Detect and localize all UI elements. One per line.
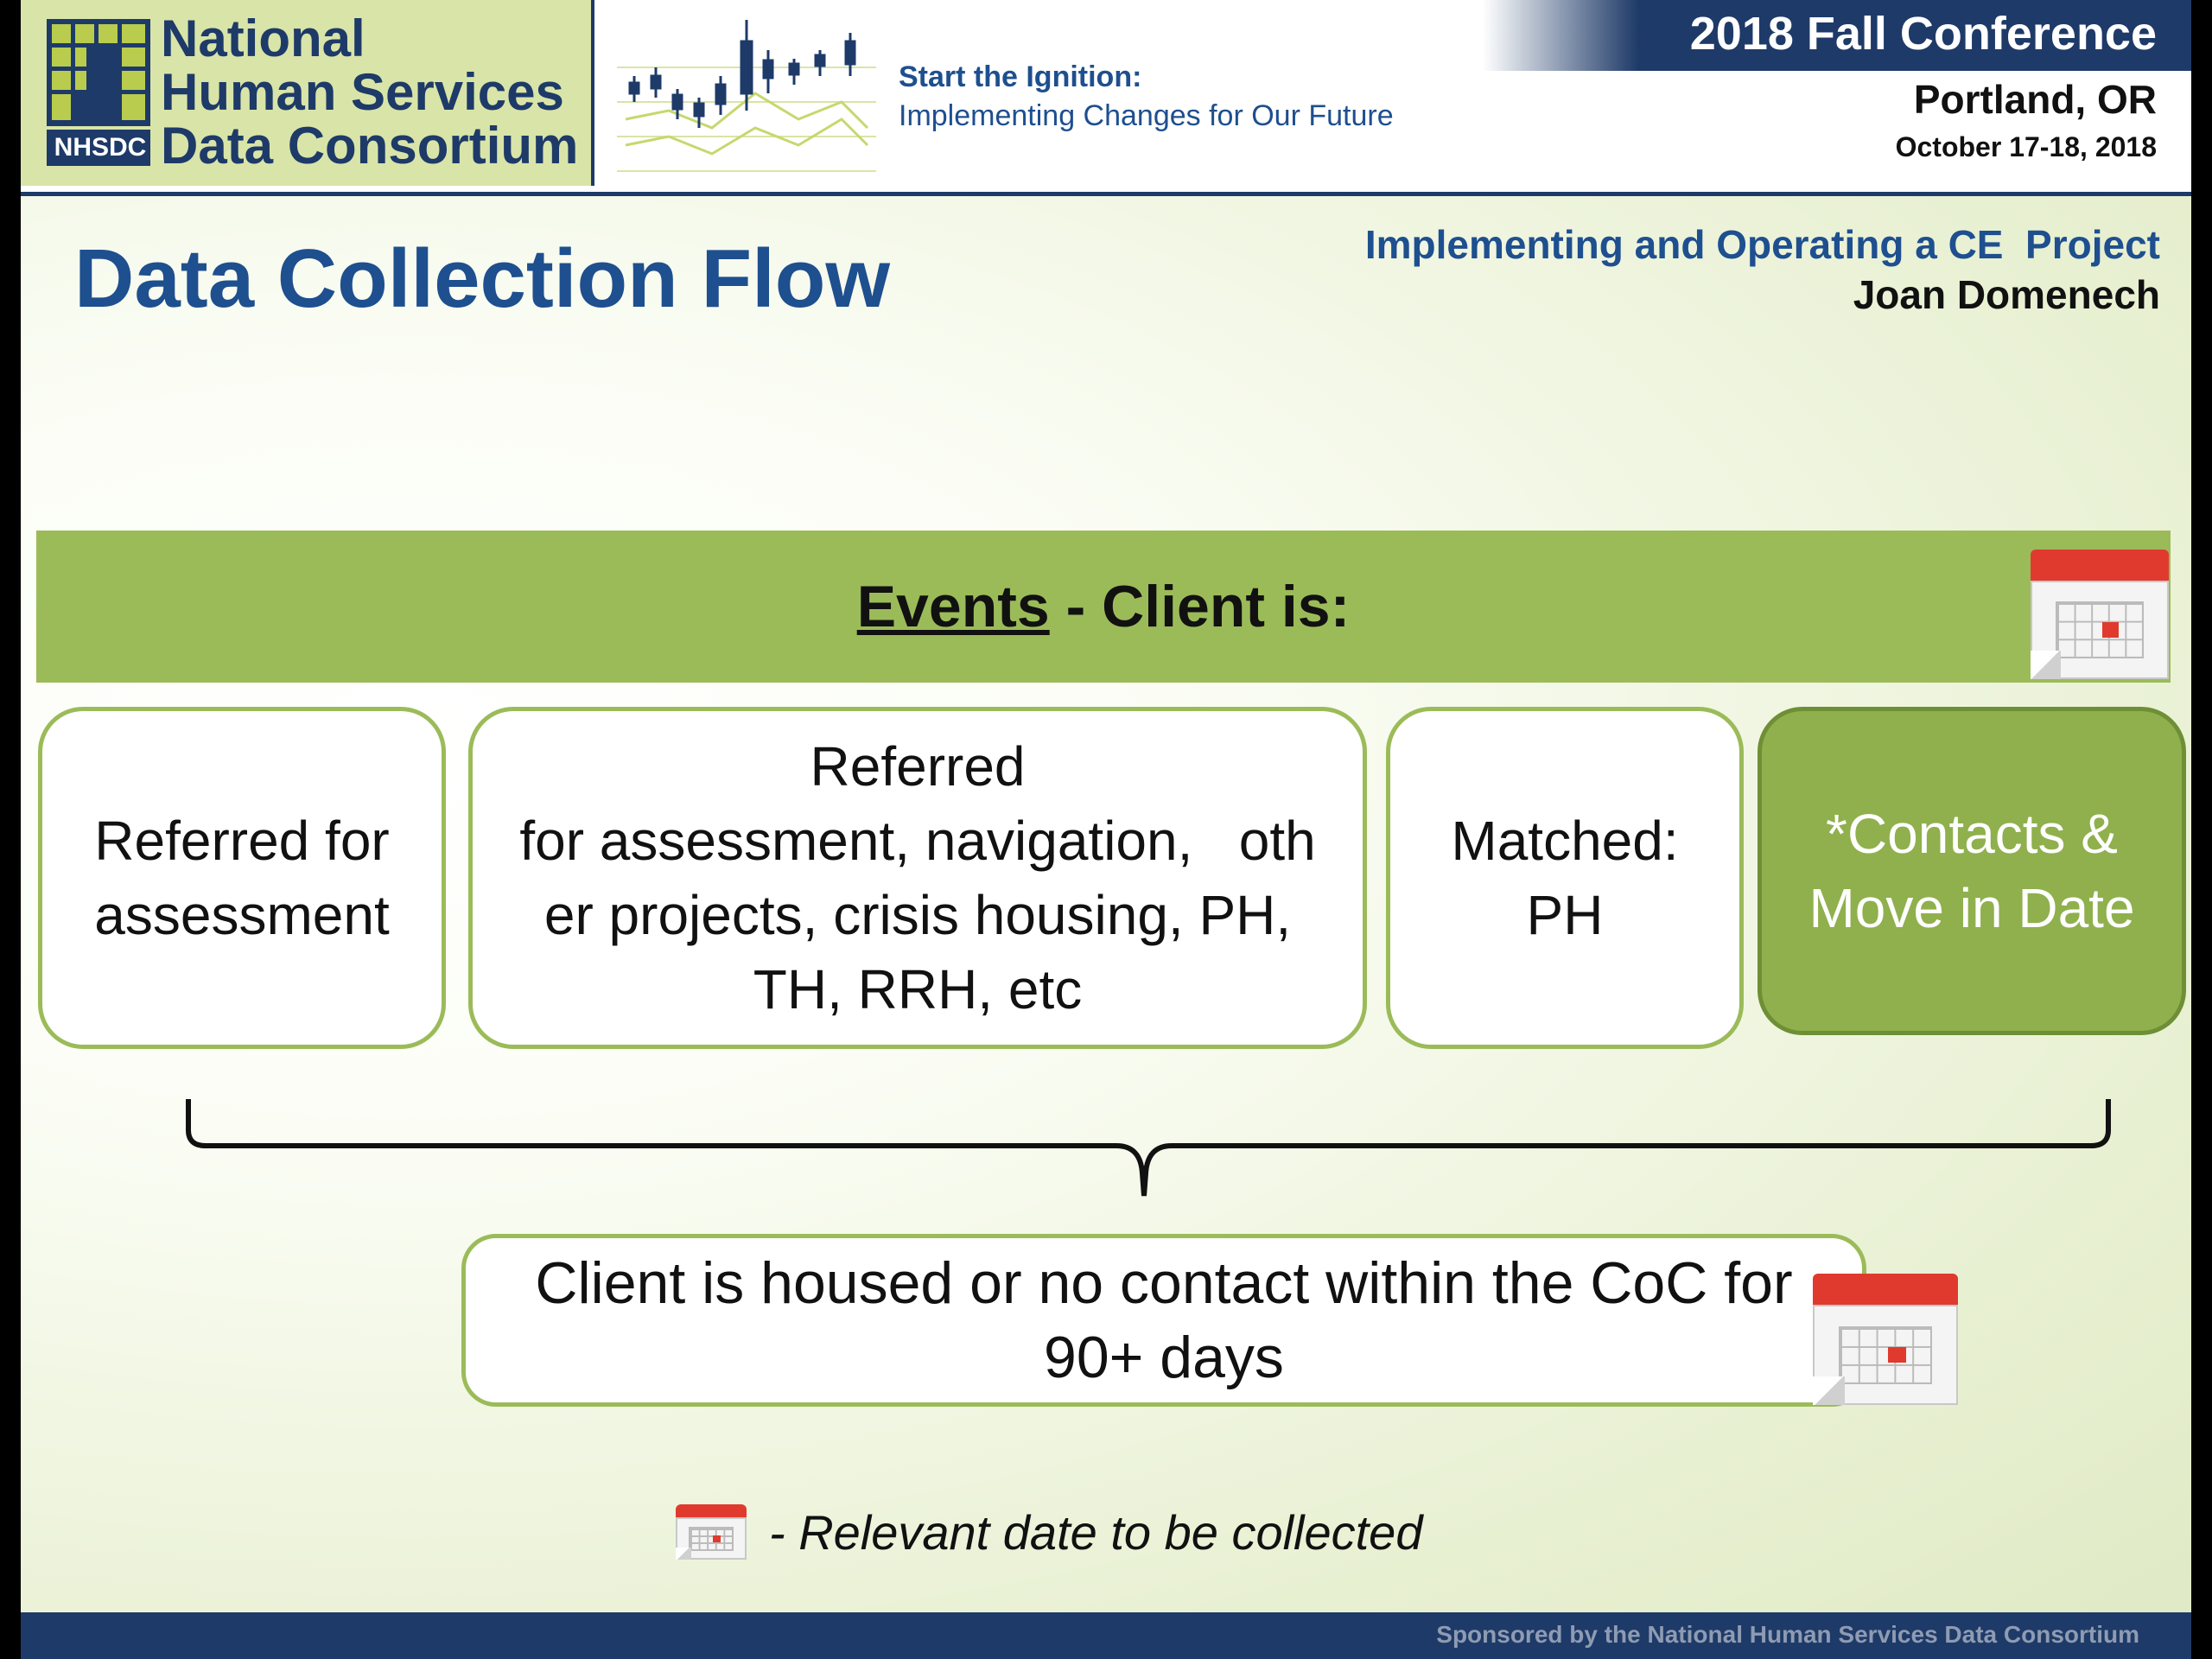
footer: Sponsored by the National Human Services… — [21, 1612, 2191, 1659]
legend: - Relevant date to be collected — [676, 1503, 1422, 1560]
box-line: Move in Date — [1808, 877, 2135, 939]
session-title: Implementing and Operating a CE Project — [1364, 222, 2160, 267]
slide: NHSDC National Human Services Data Conso… — [21, 0, 2191, 1659]
page-title: Data Collection Flow — [74, 232, 891, 325]
events-word: Events — [856, 574, 1050, 639]
box-line: Matched: — [1451, 810, 1679, 872]
box-line: er projects, crisis housing, PH, — [543, 884, 1292, 946]
logo: NHSDC National Human Services Data Conso… — [21, 0, 594, 186]
conference-title: 2018 Fall Conference — [1689, 8, 2157, 60]
outcome-line-2: 90+ days — [1044, 1325, 1284, 1390]
box-line: for assessment, navigation, oth — [519, 810, 1316, 872]
tagline: Start the Ignition: Implementing Changes… — [899, 60, 1394, 133]
logo-line: National — [161, 10, 365, 67]
events-label: Events - Client is: — [36, 531, 2171, 683]
conference-banner: 2018 Fall Conference — [1483, 0, 2191, 71]
tagline-line-2: Implementing Changes for Our Future — [899, 99, 1394, 132]
outcome-line-1: Client is housed or no contact within th… — [535, 1250, 1793, 1316]
calendar-icon — [2031, 550, 2169, 679]
logo-line: Human Services — [161, 63, 564, 121]
conference-location: Portland, OR — [1913, 77, 2157, 122]
logo-abbrev: NHSDC — [54, 133, 147, 162]
legend-text: - Relevant date to be collected — [769, 1504, 1423, 1560]
header: NHSDC National Human Services Data Conso… — [21, 0, 2191, 196]
event-box-referred-assessment: Referred for assessment — [38, 707, 446, 1049]
footer-text: Sponsored by the National Human Services… — [1436, 1621, 2139, 1648]
box-line: Referred for — [94, 810, 390, 872]
box-line: assessment — [94, 884, 390, 946]
grouping-brace — [186, 1099, 2111, 1197]
events-suffix: - Client is: — [1049, 574, 1351, 639]
stock-chart-icon — [617, 20, 876, 172]
presenter-name: Joan Domenech — [1853, 272, 2160, 317]
calendar-icon — [1813, 1274, 1958, 1405]
conference-dates: October 17-18, 2018 — [1895, 131, 2157, 162]
event-box-contacts-move-in: *Contacts & Move in Date — [1758, 707, 2186, 1035]
nhsdc-logo-icon — [47, 19, 150, 166]
outcome-box: Client is housed or no contact within th… — [461, 1234, 1866, 1407]
event-box-matched: Matched: PH — [1386, 707, 1744, 1049]
logo-text: National Human Services Data Consortium — [161, 12, 578, 173]
logo-line: Data Consortium — [161, 117, 579, 175]
calendar-icon — [676, 1504, 747, 1560]
box-line: PH — [1526, 884, 1604, 946]
box-line: Referred — [810, 735, 1026, 798]
events-header-bar: Events - Client is: — [36, 531, 2171, 683]
box-line: *Contacts & — [1826, 803, 2118, 865]
box-line: TH, RRH, etc — [753, 958, 1083, 1020]
event-box-referred-projects: Referred for assessment, navigation, oth… — [468, 707, 1367, 1049]
tagline-line-1: Start the Ignition: — [899, 60, 1142, 93]
